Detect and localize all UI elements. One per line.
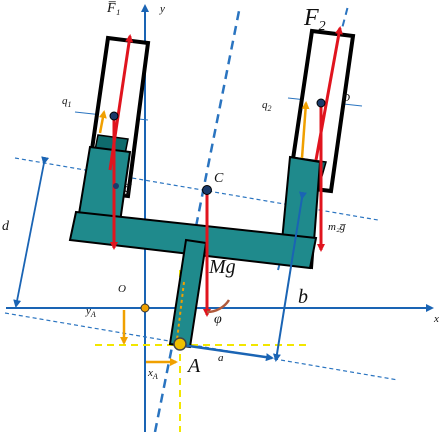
cross-line-lower (4, 312, 399, 381)
label-q2: q2 (262, 99, 272, 113)
coordinate-axes (6, 4, 434, 432)
label-xA: xA (147, 367, 158, 381)
origin-point (140, 303, 150, 313)
label-m2g: m₂g̅ (328, 221, 346, 233)
label-y-axis: y (159, 3, 165, 15)
label-D: D (341, 92, 350, 104)
label-phi: φ (214, 312, 222, 327)
angle-phi-arc (206, 299, 231, 314)
crossbar (68, 210, 318, 270)
label-x-axis: x (433, 313, 439, 325)
label-d: d (2, 219, 10, 234)
dimension-a (181, 343, 274, 362)
label-C: C (214, 171, 224, 186)
label-O: O (118, 283, 126, 295)
label-A: A (186, 355, 201, 377)
stem (168, 238, 208, 349)
label-F1: F̅₁ (106, 1, 120, 16)
points (109, 98, 326, 351)
point-q1 (109, 111, 119, 121)
label-yA: yA (85, 305, 96, 319)
point-C (202, 185, 212, 195)
dimension-d (13, 156, 50, 308)
stem-orange-stripe (176, 281, 185, 341)
forces (108, 26, 343, 317)
label-b: b (298, 286, 308, 308)
label-Mg: Mg (208, 256, 236, 278)
q2-arrow (300, 101, 310, 159)
label-a: a (218, 352, 224, 364)
q1-arrow (98, 110, 107, 134)
labels: F̅₁ y F2 q1 q2 D C g̅ m₂g̅ d Mg O b x yA… (2, 1, 439, 381)
orange-arrows (98, 101, 310, 366)
cross-line-upper (14, 157, 379, 221)
dimension-b (273, 191, 307, 362)
label-m1g: g̅ (124, 181, 132, 196)
point-A (173, 337, 187, 351)
dimensions (13, 156, 307, 362)
label-q1: q1 (62, 95, 72, 109)
point-D (316, 98, 326, 108)
label-F2: F2 (303, 5, 326, 34)
body-axis-dashed (153, 5, 242, 432)
point-m1 (113, 183, 119, 189)
